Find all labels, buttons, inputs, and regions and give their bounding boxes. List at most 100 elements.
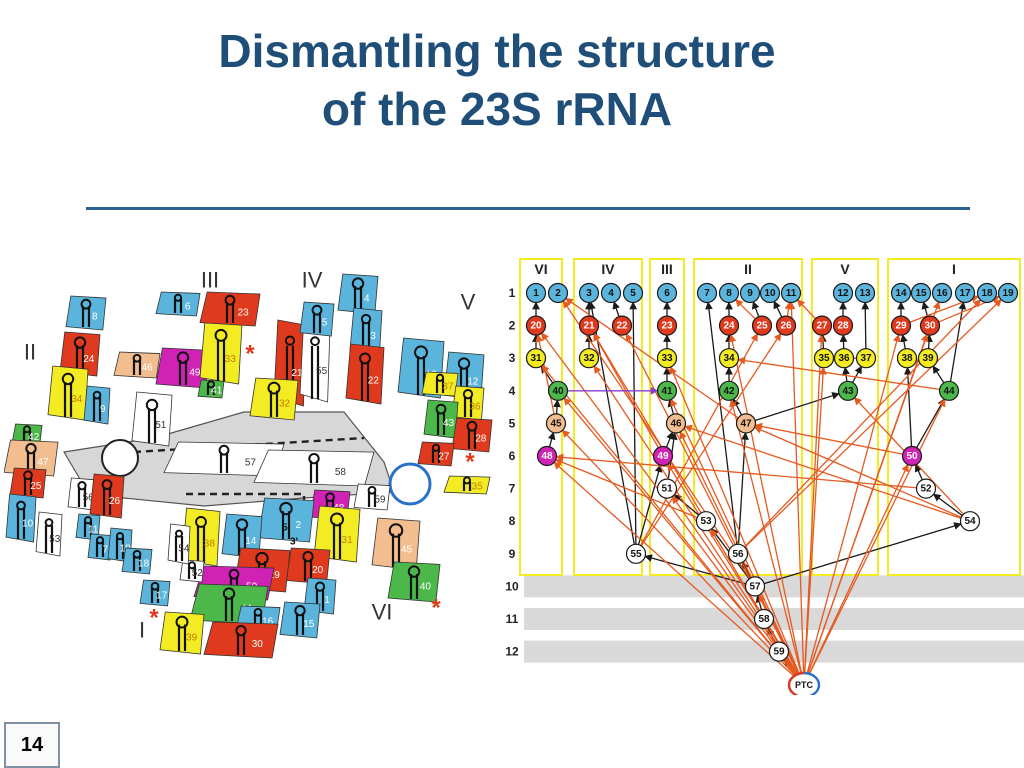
node-15-circle xyxy=(910,282,932,304)
region-30-helix xyxy=(236,632,246,655)
region-25-shape xyxy=(9,467,47,499)
node-45: 45 xyxy=(545,413,567,434)
node-24-circle xyxy=(718,315,740,336)
level-label-3: 3 xyxy=(509,351,516,365)
level-label-1: 1 xyxy=(509,286,516,300)
region-51: 51 xyxy=(131,391,173,447)
region-36-helix xyxy=(463,396,473,417)
node-48-circle xyxy=(536,445,558,467)
level-label-12: 12 xyxy=(505,645,519,659)
region-15: 15 xyxy=(279,601,321,639)
node-54-circle xyxy=(959,511,981,532)
region-55-loop xyxy=(310,336,320,347)
edge-45-to-20 xyxy=(535,333,555,415)
node-21-label: 21 xyxy=(583,321,595,332)
region-8-helix xyxy=(81,306,91,327)
region-57-helix xyxy=(219,452,229,473)
region-31-label: 31 xyxy=(342,535,354,546)
region-57-label: 57 xyxy=(245,458,257,469)
edge-56-to-7 xyxy=(705,301,738,545)
region-24-loop xyxy=(73,336,87,349)
node-46-label: 46 xyxy=(670,418,682,429)
node-35: 35 xyxy=(813,348,835,369)
node-28-circle xyxy=(832,315,854,336)
node-51: 51 xyxy=(656,478,678,499)
region-17-label: 17 xyxy=(156,591,168,602)
node-37: 37 xyxy=(855,348,877,369)
node-14-circle xyxy=(890,282,912,304)
region-24-label: 24 xyxy=(83,354,95,365)
region-43: 43 xyxy=(423,399,459,439)
region-46-label: 46 xyxy=(142,363,154,374)
region-40-shape xyxy=(387,561,441,603)
node-8: 8 xyxy=(718,282,740,304)
node-8-label: 8 xyxy=(726,288,732,299)
node-5-circle xyxy=(622,282,644,304)
region-10-label: 10 xyxy=(22,518,34,529)
node-12: 12 xyxy=(832,282,854,304)
node-29: 29 xyxy=(890,315,912,336)
domain-box-III xyxy=(649,258,685,576)
edge-25-to-8 xyxy=(735,298,756,320)
node-23: 23 xyxy=(656,315,678,336)
edge-43-to-36 xyxy=(842,366,850,382)
domain-ii-ring xyxy=(101,439,139,477)
node-43-circle xyxy=(837,380,859,401)
region-15-helix xyxy=(295,612,305,635)
node-18: 18 xyxy=(976,282,998,304)
node-43: 43 xyxy=(837,380,859,401)
node-59-circle xyxy=(768,641,790,662)
region-58-loop xyxy=(308,452,320,465)
region-15-shape xyxy=(279,601,321,639)
region-2-helix xyxy=(281,511,291,539)
region-44-loop xyxy=(222,587,236,600)
region-34-loop xyxy=(61,372,75,386)
region-59-loop xyxy=(367,485,377,495)
region-24: 24 xyxy=(59,331,101,377)
node-11-circle xyxy=(780,282,802,304)
edge-43-to-37 xyxy=(852,365,862,383)
region-38-loop xyxy=(195,515,207,528)
region-58-helix xyxy=(309,460,319,483)
region-30-shape xyxy=(203,621,279,659)
node-1-label: 1 xyxy=(533,288,539,299)
region-27-shape xyxy=(417,441,455,467)
region-32: 32 xyxy=(249,377,299,421)
node-40: 40 xyxy=(547,380,569,401)
edge-39-to-30 xyxy=(925,334,933,349)
edge-PTC-to-31 xyxy=(541,364,799,679)
node-42-circle xyxy=(718,380,740,401)
domain-box-V xyxy=(811,258,879,576)
edge-PTC-to-49 xyxy=(667,463,800,678)
node-43-label: 43 xyxy=(842,386,854,397)
region-47: 47 xyxy=(4,439,59,477)
region-7-helix xyxy=(95,541,105,557)
region-30: 30 xyxy=(203,621,279,659)
region-29-loop xyxy=(255,551,269,566)
edge-27-to-11 xyxy=(796,299,816,320)
region-5-shape xyxy=(299,301,335,337)
node-50: 50 xyxy=(901,445,923,467)
edge-38-to-29 xyxy=(900,333,908,349)
node-13-circle xyxy=(854,282,876,304)
node-21: 21 xyxy=(578,315,600,336)
node-58: 58 xyxy=(753,608,775,630)
node-45-label: 45 xyxy=(550,418,562,429)
node-16: 16 xyxy=(931,282,953,304)
region-31-helix xyxy=(332,522,342,559)
region-53-label: 53 xyxy=(49,534,61,545)
region-3-loop xyxy=(360,313,372,325)
node-44: 44 xyxy=(938,380,960,401)
edge-PTC-to-29 xyxy=(805,333,901,676)
flow-domain-label-V: V xyxy=(840,261,850,277)
edge-49-to-46 xyxy=(665,431,674,448)
flow-domain-label-VI: VI xyxy=(534,261,547,277)
node-36: 36 xyxy=(833,348,855,369)
level-label-4: 4 xyxy=(509,384,516,398)
edge-54-to-46 xyxy=(684,424,962,519)
node-57-label: 57 xyxy=(749,581,761,592)
node-31-label: 31 xyxy=(530,353,542,364)
region-26: 26 xyxy=(89,473,125,519)
node-44-circle xyxy=(938,380,960,401)
